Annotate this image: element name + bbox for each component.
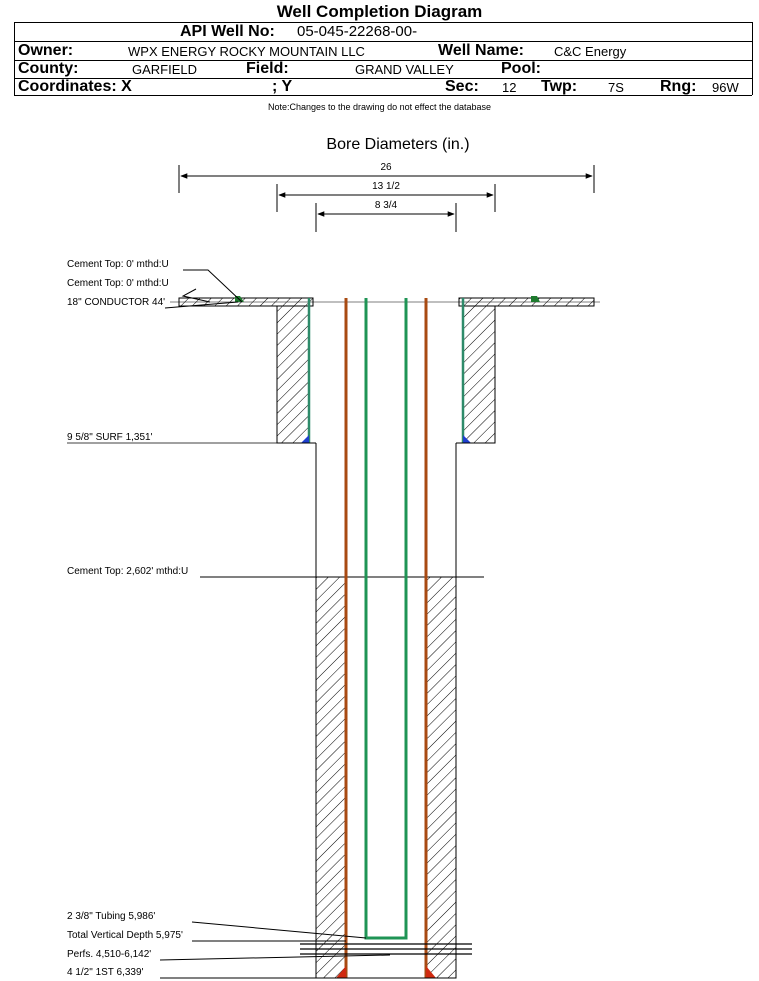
header-border — [752, 22, 753, 95]
surface-cement-left — [276, 305, 310, 444]
production-shoe-left — [336, 966, 346, 978]
label-tvd: Total Vertical Depth 5,975' — [67, 930, 183, 941]
database-note: Note:Changes to the drawing do not effec… — [268, 102, 491, 112]
label-conductor: 18" CONDUCTOR 44' — [67, 297, 165, 308]
surface-cement-right — [462, 305, 496, 444]
leader-cement-top-1 — [183, 269, 243, 303]
county-row: County: GARFIELD Field: GRAND VALLEY Poo… — [14, 60, 752, 79]
bore-diameters-title: Bore Diameters (in.) — [326, 136, 469, 153]
header-rule — [14, 22, 752, 23]
owner-value: WPX ENERGY ROCKY MOUNTAIN LLC — [128, 44, 365, 59]
leader-cement-top-2 — [181, 288, 211, 303]
leader-conductor — [164, 301, 239, 309]
tubing-string — [364, 298, 408, 940]
coordinates-label: Coordinates: X — [18, 78, 132, 95]
header-rule — [14, 78, 752, 79]
api-row: API Well No: 05-045-22268-00- — [14, 23, 752, 42]
bore-diameter-label: 8 3/4 — [375, 200, 398, 211]
y-label: ; Y — [272, 78, 293, 95]
header-rule — [14, 60, 752, 61]
label-perfs: Perfs. 4,510-6,142' — [67, 949, 151, 960]
header-rule — [14, 95, 752, 96]
production-cement-right — [425, 576, 457, 979]
field-value: GRAND VALLEY — [355, 62, 454, 77]
pool-label: Pool: — [501, 60, 541, 77]
label-surface-casing: 9 5/8" SURF 1,351' — [67, 432, 153, 443]
twp-value: 7S — [608, 80, 624, 95]
label-cement-top-1: Cement Top: 0' mthd:U — [67, 259, 169, 270]
label-tubing: 2 3/8" Tubing 5,986' — [67, 911, 155, 922]
well-name-label: Well Name: — [438, 42, 524, 59]
rng-value: 96W — [712, 80, 739, 95]
field-label: Field: — [246, 60, 289, 77]
twp-label: Twp: — [541, 78, 578, 95]
bore-diameter-label: 13 1/2 — [372, 181, 400, 192]
label-production-casing: 4 1/2" 1ST 6,339' — [67, 967, 144, 978]
conductor-marker-right — [531, 296, 540, 302]
api-value: 05-045-22268-00- — [297, 23, 418, 40]
header-rule — [14, 41, 752, 42]
well-name-value: C&C Energy — [554, 44, 627, 59]
rng-label: Rng: — [660, 78, 697, 95]
production-shoe-right — [426, 966, 436, 978]
leader-perfs — [159, 954, 391, 961]
sec-value: 12 — [502, 80, 517, 95]
bore-diameter-label: 26 — [380, 162, 392, 173]
diagram-title: Well Completion Diagram — [276, 2, 483, 21]
label-cement-top-3: Cement Top: 2,602' mthd:U — [67, 566, 188, 577]
leader-tubing — [191, 921, 367, 939]
header-border — [14, 22, 15, 95]
coordinates-row: Coordinates: X ; Y Sec: 12 Twp: 7S Rng: … — [14, 78, 752, 97]
county-value: GARFIELD — [132, 62, 198, 77]
surface-shoe-right — [463, 435, 471, 443]
api-label: API Well No: — [180, 23, 275, 40]
owner-label: Owner: — [18, 42, 74, 59]
surface-shoe-left — [301, 435, 309, 443]
county-label: County: — [18, 60, 79, 77]
label-cement-top-2: Cement Top: 0' mthd:U — [67, 278, 169, 289]
sec-label: Sec: — [445, 78, 479, 95]
owner-row: Owner: WPX ENERGY ROCKY MOUNTAIN LLC Wel… — [14, 42, 752, 61]
production-cement-left — [315, 576, 347, 979]
